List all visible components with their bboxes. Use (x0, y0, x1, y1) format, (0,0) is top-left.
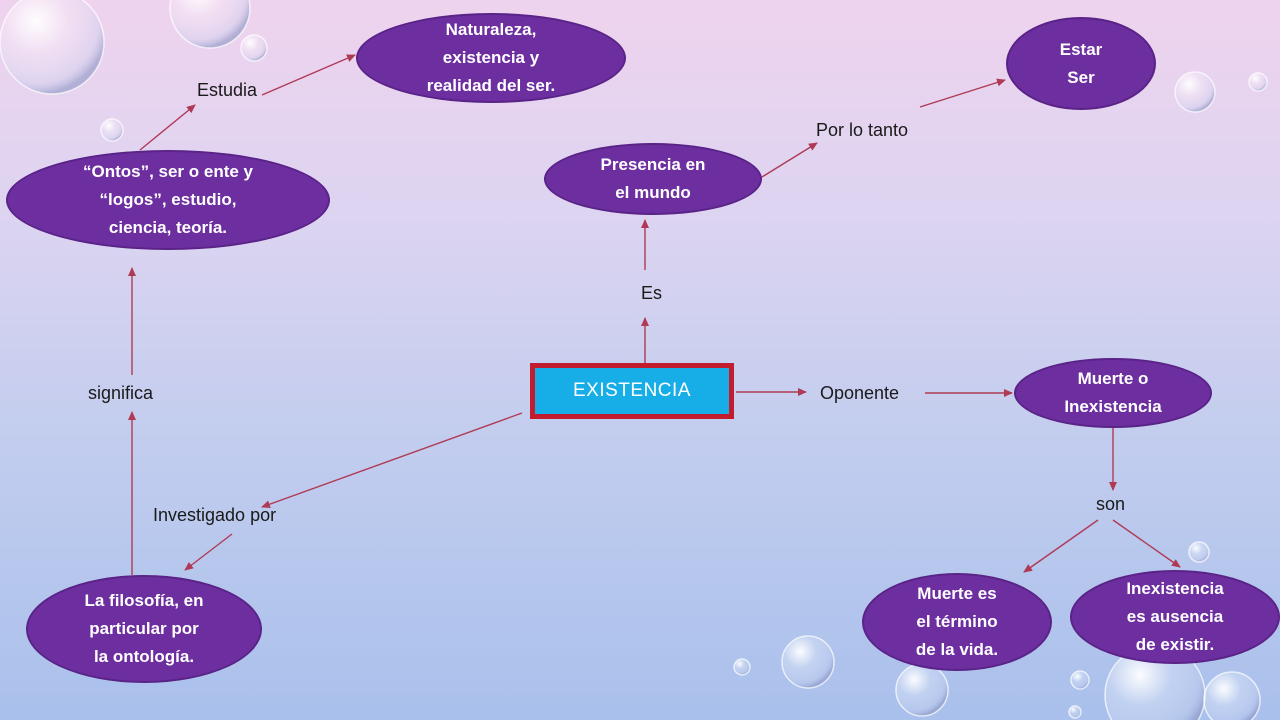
node-estar-ser: Estar Ser (1006, 17, 1156, 110)
node-muerte-termino: Muerte es el término de la vida. (862, 573, 1052, 671)
node-muerte-inexistencia: Muerte o Inexistencia (1014, 358, 1212, 428)
node-filosofia: La filosofía, en particular por la ontol… (26, 575, 262, 683)
arrow-presencia-to-porlotanto (761, 142, 818, 178)
label-es: Es (641, 283, 663, 303)
label-oponente: Oponente (820, 383, 900, 403)
arrow-porlotanto-to-estar (919, 78, 1006, 108)
arrow-ontos-to-estudia (139, 104, 196, 151)
label-investigado-por: Investigado por (153, 505, 277, 525)
node-presencia: Presencia en el mundo (544, 143, 762, 215)
arrow-center-to-investigado (261, 412, 523, 509)
arrow-investigado-to-filosofia (184, 533, 233, 571)
node-inexistencia-ausencia: Inexistencia es ausencia de existir. (1070, 570, 1280, 664)
label-son: son (1096, 494, 1126, 514)
label-por-lo-tanto: Por lo tanto (816, 120, 909, 140)
arrow-estudia-to-naturaleza (261, 54, 356, 96)
label-significa: significa (88, 383, 154, 403)
center-node: EXISTENCIA (530, 363, 734, 419)
node-ontos: “Ontos”, ser o ente y “logos”, estudio, … (6, 150, 330, 250)
center-node-label: EXISTENCIA (535, 368, 729, 414)
arrow-son-to-muerte-termino (1023, 519, 1099, 573)
node-naturaleza: Naturaleza, existencia y realidad del se… (356, 13, 626, 103)
label-estudia: Estudia (197, 80, 258, 100)
arrow-son-to-inexistencia (1112, 519, 1181, 568)
